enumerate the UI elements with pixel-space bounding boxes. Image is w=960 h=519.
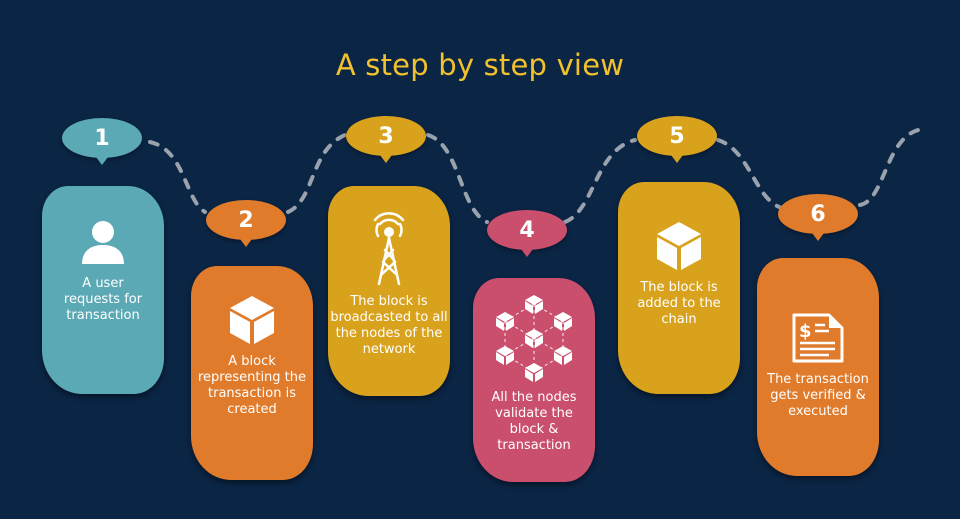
step-1-number-bubble: 1 bbox=[62, 118, 142, 165]
step-3-card: The block is broadcasted to all the node… bbox=[328, 186, 450, 396]
step-number: 4 bbox=[519, 217, 535, 243]
step-number: 1 bbox=[94, 125, 110, 151]
step-3-label: The block is broadcasted to all the node… bbox=[330, 294, 448, 357]
cube-icon bbox=[657, 222, 701, 270]
step-6-number-bubble: 6 bbox=[778, 194, 858, 241]
connector-6-end bbox=[858, 128, 920, 207]
step-1-card: A user requests for transaction bbox=[42, 186, 164, 394]
step-5-card: The block is added to the chain bbox=[618, 182, 740, 394]
step-4-label: All the nodes validate the block & trans… bbox=[491, 390, 577, 453]
step-2-label: A block representing the transaction is … bbox=[197, 354, 307, 417]
node-cube bbox=[554, 312, 572, 331]
step-6-label: The transaction gets verified & executed bbox=[767, 372, 869, 419]
step-3-number-bubble: 3 bbox=[346, 116, 426, 163]
network-cubes-icon bbox=[496, 295, 572, 382]
node-cube bbox=[554, 346, 572, 365]
node-cube bbox=[496, 346, 514, 365]
step-4-card: All the nodes validate the block & trans… bbox=[473, 278, 595, 482]
node-cube bbox=[525, 329, 543, 348]
invoice-document-icon: $ bbox=[792, 313, 844, 363]
connector-3-4 bbox=[426, 133, 489, 224]
broadcast-tower-icon bbox=[373, 212, 405, 286]
node-cube bbox=[496, 312, 514, 331]
step-number: 3 bbox=[378, 123, 394, 149]
step-5-label: The block is added to the chain bbox=[637, 280, 721, 327]
step-4-number-bubble: 4 bbox=[487, 210, 567, 257]
page-title: A step by step view bbox=[335, 48, 625, 82]
step-5-number-bubble: 5 bbox=[637, 116, 717, 163]
node-cube bbox=[525, 295, 543, 314]
step-2-card: A block representing the transaction is … bbox=[191, 266, 313, 480]
cube-icon bbox=[230, 296, 274, 344]
connector-4-5 bbox=[563, 138, 637, 224]
step-2-number-bubble: 2 bbox=[206, 200, 286, 247]
svg-text:$: $ bbox=[799, 321, 812, 342]
connector-2-3 bbox=[286, 133, 347, 214]
step-1-label: A user requests for transaction bbox=[63, 276, 143, 323]
step-number: 5 bbox=[669, 123, 685, 149]
step-6-card: $ The transaction gets verified & execut… bbox=[757, 258, 879, 476]
node-cube bbox=[525, 363, 543, 382]
user-icon bbox=[82, 221, 124, 264]
step-number: 2 bbox=[238, 207, 254, 233]
step-number: 6 bbox=[810, 201, 826, 227]
connector-1-2 bbox=[148, 140, 207, 214]
